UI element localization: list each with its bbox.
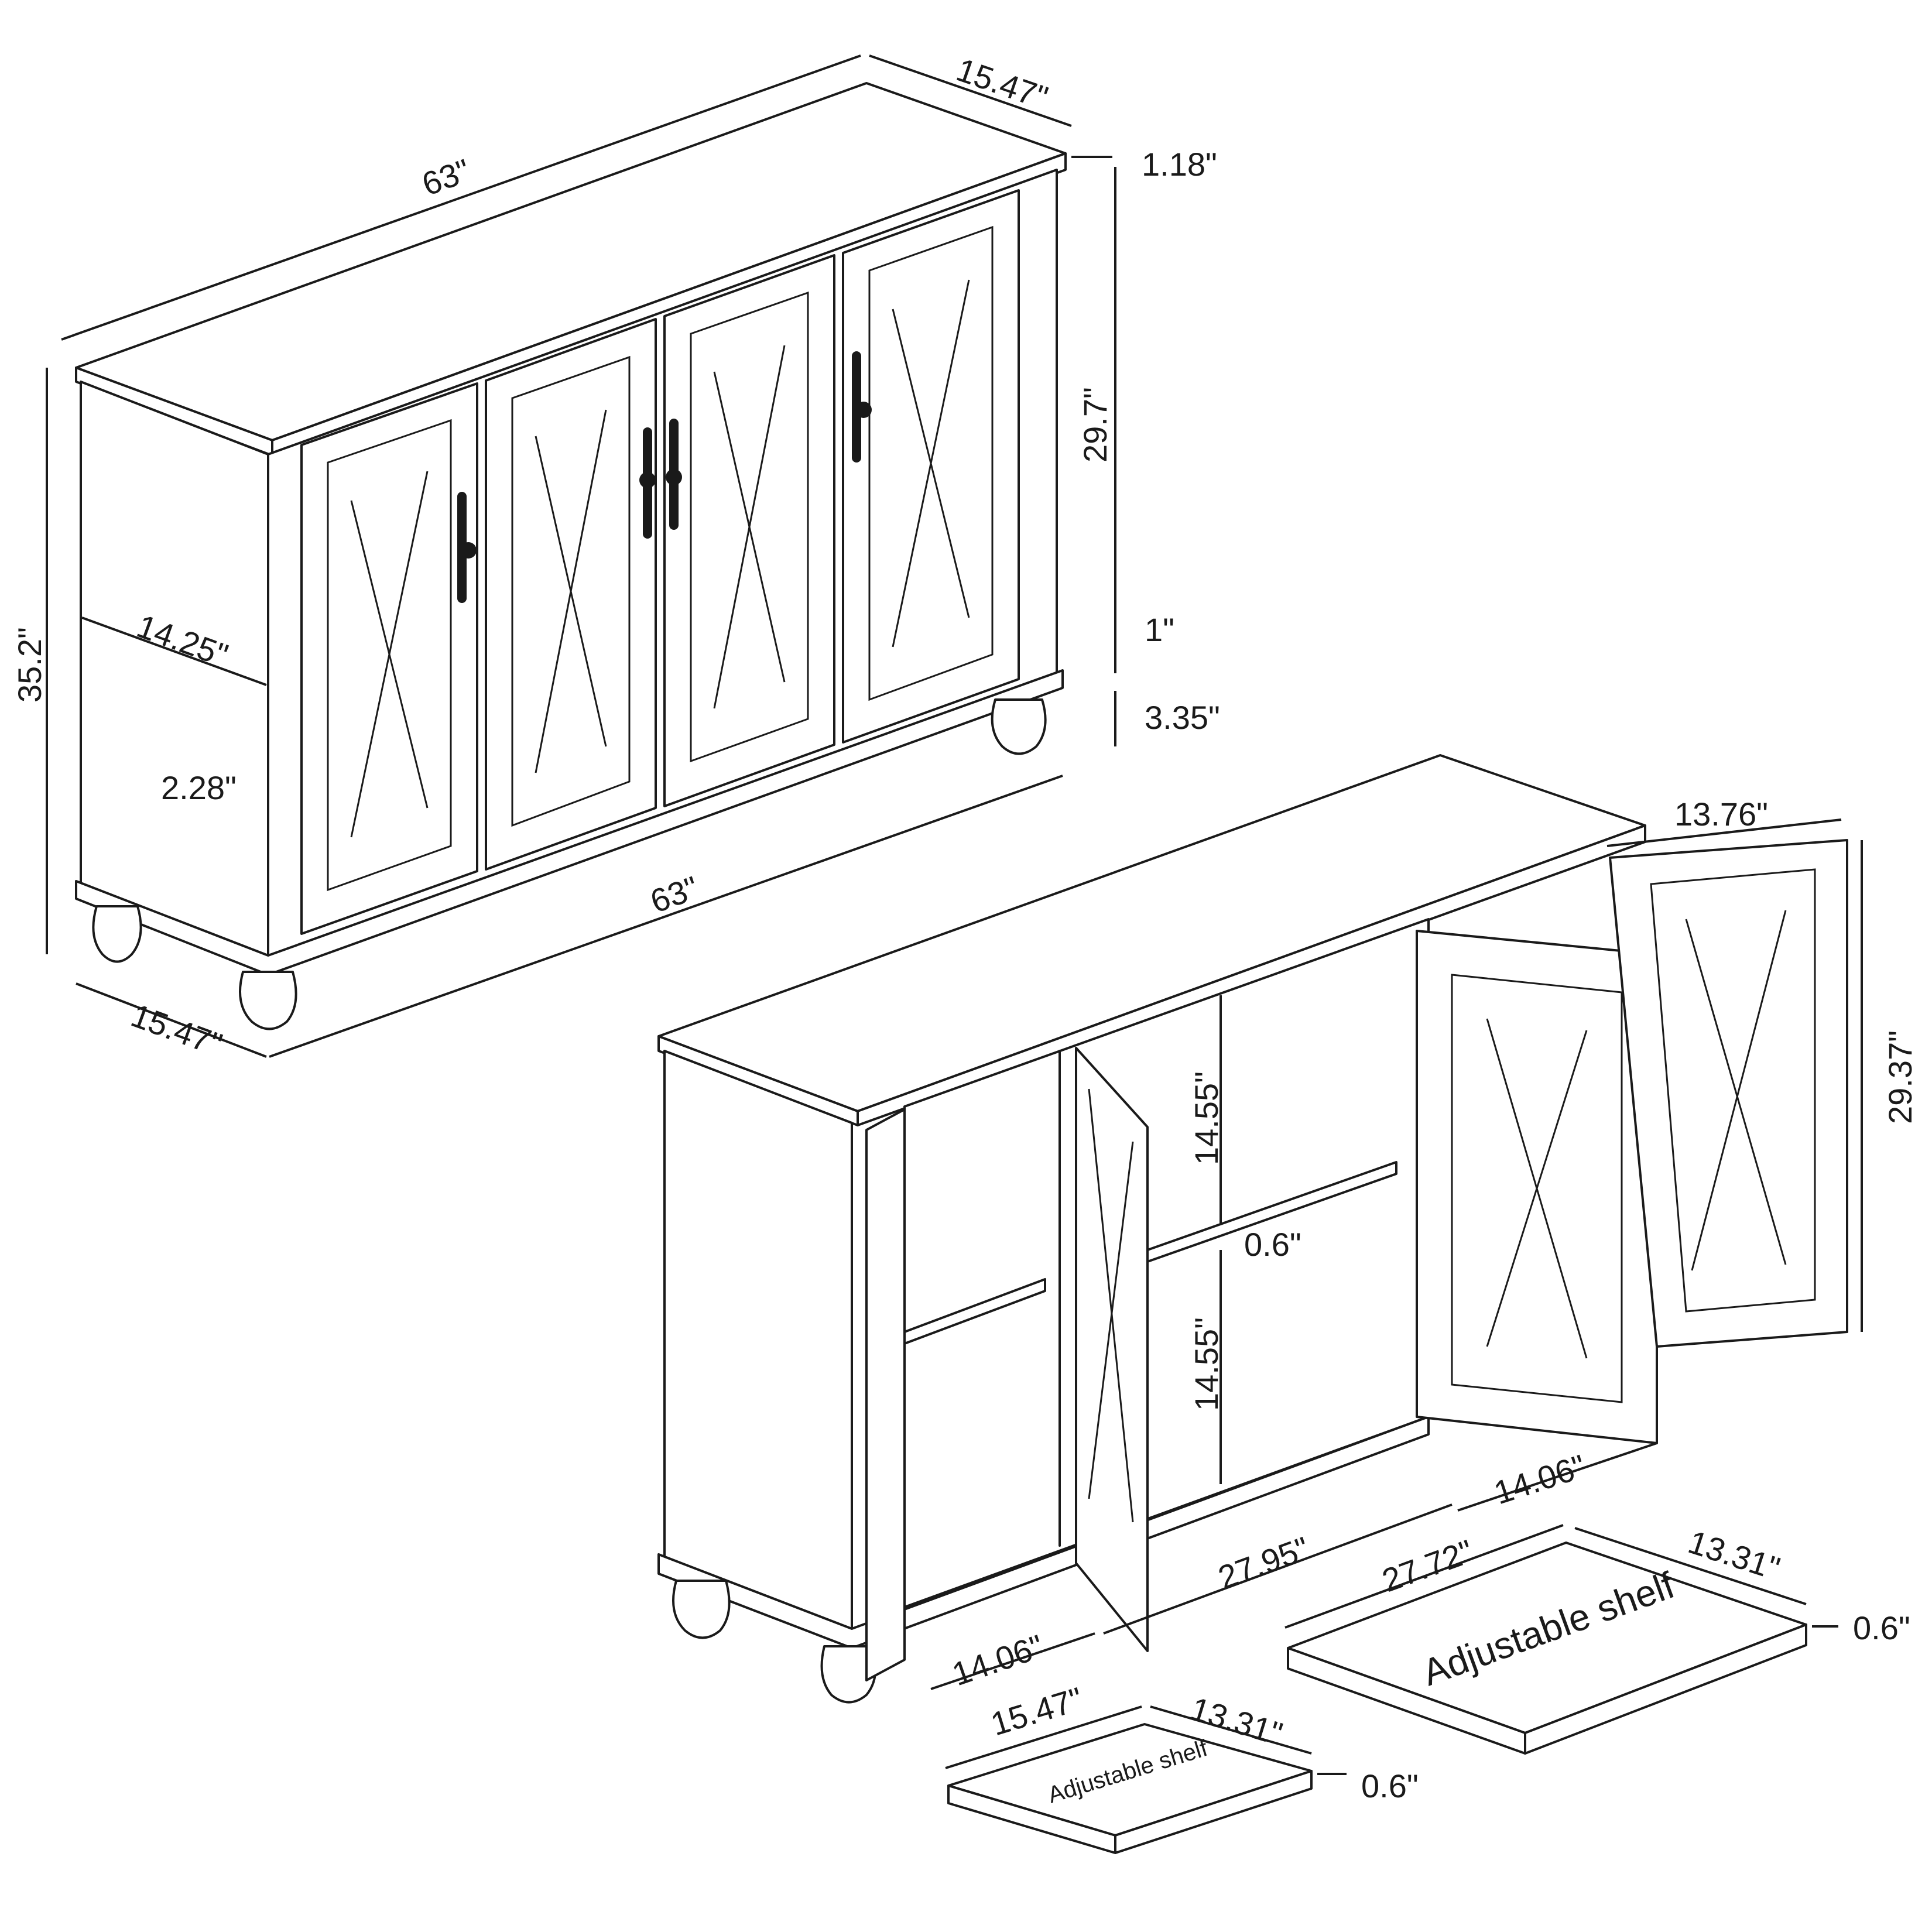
large-shelf-depth-label: 13.31" [1684, 1523, 1784, 1587]
closed-door-4-glass [868, 225, 994, 701]
open-door-height-label: 29.37" [1882, 1030, 1919, 1124]
large-shelf-right-edge [1524, 1623, 1807, 1755]
closed-bottom-width-label: 63" [646, 869, 704, 920]
open-center-opening-label: 27.95" [1214, 1529, 1314, 1596]
knob-icon [666, 469, 682, 485]
open-cabinet: 13.76" 29.37" 14.55" 0.6" 14.55" 14.06" … [657, 754, 1919, 1704]
closed-top-front-edge [271, 152, 1067, 457]
small-shelf: Adjustable shelf 15.47" 13.31" 0.6" [945, 1680, 1419, 1854]
open-left-door-width-label: 14.06" [947, 1628, 1048, 1693]
dim-line-large-shelf-length [1284, 1524, 1564, 1629]
open-door-right-cross-a [1685, 919, 1787, 1265]
small-shelf-thickness-label: 0.6" [1361, 1767, 1419, 1804]
open-door-right [1609, 839, 1848, 1348]
dim-line-top-depth [869, 54, 1072, 127]
closed-dimension-lines [46, 54, 1116, 1058]
open-leg-left [672, 1580, 731, 1639]
dim-line-large-shelf-depth [1574, 1527, 1807, 1605]
closed-door-1-cross-b [350, 471, 429, 838]
open-door-width-top-label: 13.76" [1674, 796, 1768, 833]
closed-leg-right [991, 698, 1047, 755]
open-right-door-width-label: 14.06" [1489, 1447, 1590, 1511]
open-door-left [865, 1108, 906, 1681]
closed-top-thickness-label: 1.18" [1142, 146, 1217, 183]
open-shelf-thickness-label: 0.6" [1244, 1226, 1301, 1263]
open-door-center-left [1075, 1047, 1149, 1652]
closed-door-4-cross-b [892, 279, 970, 648]
closed-total-height-label: 35.2" [11, 627, 48, 703]
closed-side-inset-label: 2.28" [161, 769, 237, 806]
dim-line-small-shelf-depth [1150, 1705, 1312, 1755]
closed-leg-front [239, 971, 297, 1030]
dim-line-small-shelf-length [945, 1705, 1142, 1769]
dim-line-inner-depth [81, 616, 267, 686]
closed-door-2-glass [511, 355, 631, 827]
closed-bottom-depth-label: 15.47" [126, 996, 227, 1063]
small-shelf-right-edge [1114, 1770, 1313, 1854]
open-lower-compartment-label: 14.55" [1188, 1317, 1225, 1411]
open-side-panel [663, 1050, 853, 1632]
knob-icon [639, 472, 656, 488]
closed-body-height-label: 29.7" [1077, 387, 1114, 463]
dim-line-bottom-width [269, 775, 1063, 1058]
open-upper-compartment-label: 14.55" [1188, 1071, 1225, 1165]
open-door-center-right-glass [1451, 974, 1623, 1403]
closed-doors [300, 189, 1020, 935]
closed-handles [457, 351, 872, 603]
open-door-right-cross-b [1691, 910, 1787, 1271]
closed-cabinet: 63" 15.47" 1.18" 29.7" 1" 3.35" 35.2" 14… [11, 51, 1220, 1063]
open-base-plinth [657, 1416, 1430, 1649]
closed-door-1-glass [327, 419, 452, 892]
closed-base-plinth [75, 669, 1064, 976]
closed-door-1 [300, 382, 478, 935]
open-door-right-glass [1650, 868, 1816, 1313]
dim-line-left-door-width [930, 1632, 1095, 1690]
dim-line-top-width [61, 54, 861, 341]
closed-base-rail-label: 1" [1145, 611, 1174, 648]
dim-line-door-width-top [1606, 818, 1842, 847]
open-dimension-lines [930, 818, 1863, 1690]
large-shelf: Adjustable shelf 27.72" 13.31" 0.6" [1284, 1523, 1910, 1755]
closed-leg-left [92, 905, 142, 963]
closed-top-depth-label: 15.47" [952, 51, 1053, 117]
open-door-center-left-cross-b [1088, 1141, 1134, 1499]
dim-line-right-door-width [1457, 1442, 1657, 1512]
closed-legs [92, 698, 1047, 1030]
knob-icon [855, 402, 872, 418]
open-door-center-right-cross-b [1486, 1030, 1588, 1347]
closed-side-panel [80, 381, 269, 961]
closed-leg-height-label: 3.35" [1145, 699, 1220, 736]
large-shelf-thickness-label: 0.6" [1853, 1609, 1910, 1646]
closed-door-2-cross-b [535, 409, 607, 773]
knob-icon [460, 542, 477, 559]
dim-line-center-opening [1103, 1503, 1453, 1635]
closed-door-3-glass [690, 291, 809, 763]
open-door-center-left-cross-a [1088, 1088, 1134, 1523]
closed-door-3-cross-b [713, 345, 786, 709]
dim-line-bottom-depth [76, 982, 267, 1058]
small-shelf-length-label: 15.47" [986, 1680, 1087, 1742]
